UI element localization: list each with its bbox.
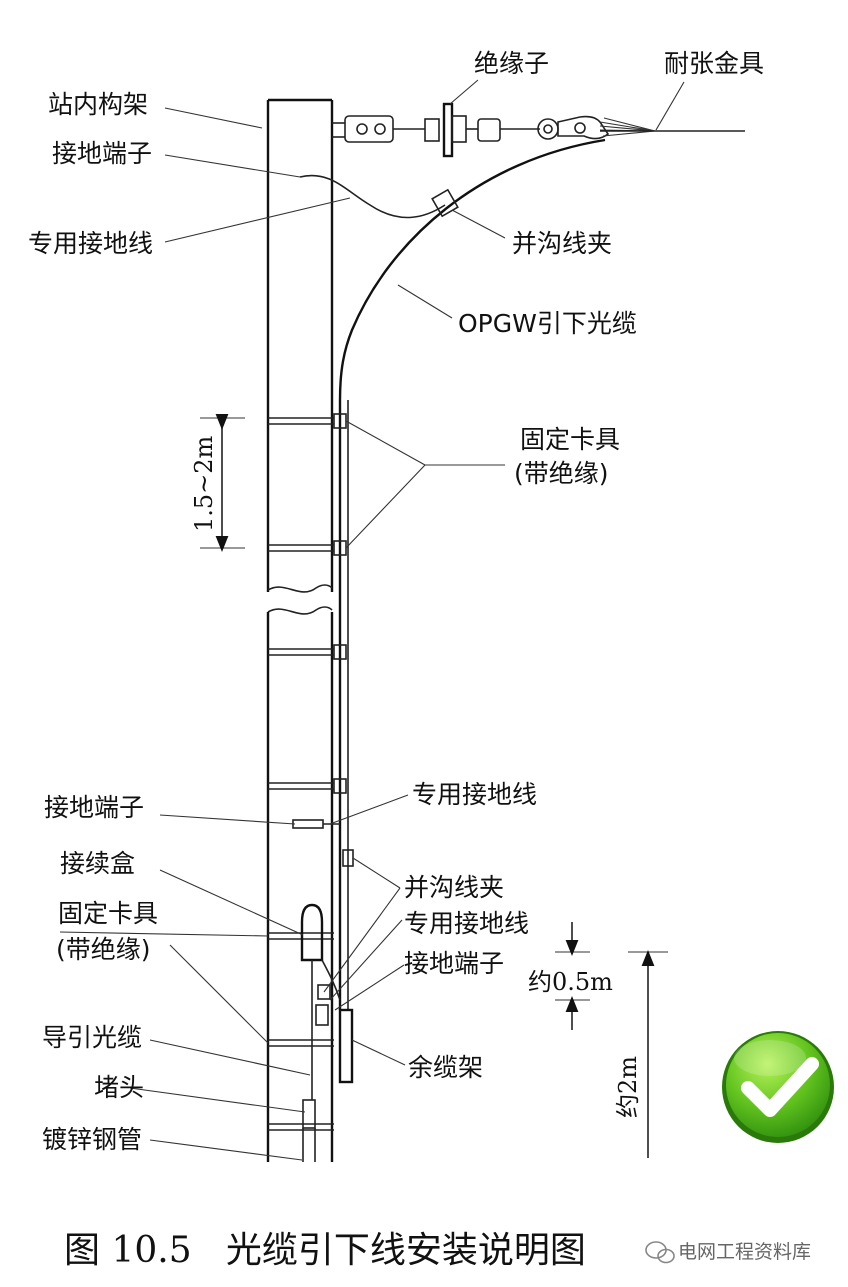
leader-lines — [59, 79, 685, 1161]
label-ground-wire-mid: 专用接地线 — [412, 780, 537, 809]
label-span-dim: 1.5~2m — [190, 435, 218, 532]
label-insulator: 绝缘子 — [474, 49, 549, 78]
dimension-span — [200, 414, 245, 552]
figure-caption: 图 10.5 光缆引下线安装说明图 — [64, 1230, 586, 1271]
tension-hardware-assembly — [332, 102, 745, 158]
label-dim-half-m: 约0.5m — [528, 968, 613, 996]
label-tension-fitting: 耐张金具 — [664, 49, 764, 78]
spare-cable-rack — [338, 1008, 354, 1084]
plug-icon — [302, 1099, 316, 1129]
label-fixing-clamp-bot-2: (带绝缘) — [56, 935, 151, 964]
fixing-clamps-upper — [268, 413, 347, 556]
label-fixing-clamp-bot-1: 固定卡具 — [58, 899, 158, 928]
insulator-icon — [424, 102, 467, 158]
label-spare-cable-rack: 余缆架 — [408, 1053, 483, 1082]
label-ground-terminal-bot: 接地端子 — [404, 949, 504, 978]
label-ground-terminal-mid: 接地端子 — [44, 793, 144, 822]
label-ground-wire-bot: 专用接地线 — [404, 909, 529, 938]
pg-clamp-top-icon — [431, 188, 459, 218]
label-splice-box: 接续盒 — [60, 849, 135, 878]
dimension-2m — [628, 950, 668, 1158]
watermark-text: 电网工程资料库 — [678, 1241, 811, 1263]
fixing-clamps-lower — [268, 644, 347, 1131]
label-fixing-clamp-top-2: (带绝缘) — [514, 459, 609, 488]
label-fixing-clamp-top-1: 固定卡具 — [520, 425, 620, 454]
dimension-half-m — [555, 922, 590, 1030]
label-pg-clamp-bot: 并沟线夹 — [404, 873, 504, 902]
label-ground-wire-top: 专用接地线 — [28, 229, 153, 258]
station-frame-column — [266, 98, 334, 1162]
opgw-down-cable — [338, 138, 606, 1010]
check-circle-icon — [722, 1031, 834, 1143]
label-opgw-cable: OPGW引下光缆 — [458, 309, 637, 338]
label-lead-in-cable: 导引光缆 — [42, 1023, 142, 1052]
label-dim-2m: 约2m — [614, 1056, 642, 1118]
label-pg-clamp-top: 并沟线夹 — [512, 229, 612, 258]
label-station-frame: 站内构架 — [48, 90, 148, 119]
ground-wire-top — [299, 174, 459, 219]
label-galvanized-pipe: 镀锌钢管 — [42, 1125, 142, 1154]
splice-box-assembly — [300, 903, 341, 1162]
wechat-icon — [645, 1241, 675, 1264]
ground-terminal-mid — [292, 819, 354, 867]
label-plug: 堵头 — [94, 1073, 144, 1102]
label-ground-terminal-top: 接地端子 — [52, 139, 152, 168]
splice-box-icon — [300, 903, 324, 962]
